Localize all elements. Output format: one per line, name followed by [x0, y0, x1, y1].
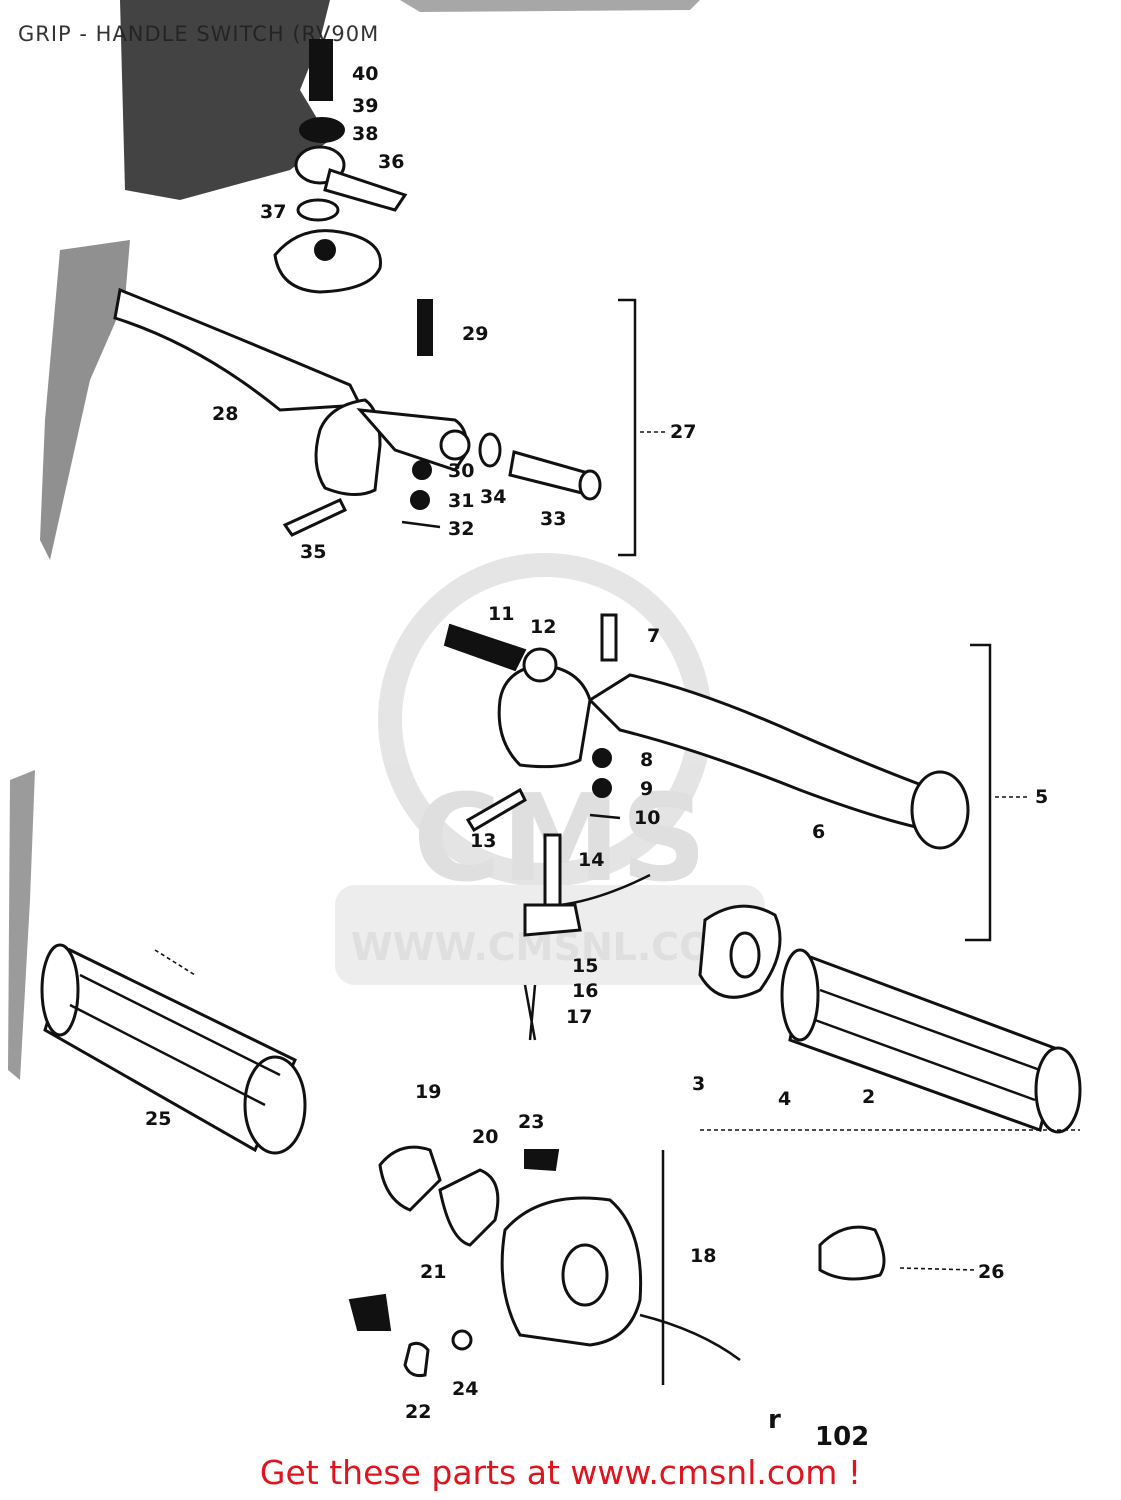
callout-40: 40: [352, 63, 378, 85]
callout-19: 19: [415, 1081, 441, 1103]
callout-9: 9: [640, 778, 653, 800]
leader-lines: [154, 431, 1080, 1271]
callout-29: 29: [462, 323, 488, 345]
figure-number: 102: [815, 1422, 869, 1452]
callout-28: 28: [212, 403, 238, 425]
part-switch-housing-18: [348, 1145, 886, 1377]
callout-25: 25: [145, 1108, 171, 1130]
callout-18: 18: [690, 1245, 716, 1267]
callouts: 40 39 38 36 37 29 28 27 30 31 32 34 33 3…: [145, 63, 1048, 1423]
figure-prefix: r: [768, 1405, 781, 1435]
callout-16: 16: [572, 980, 598, 1002]
scan-noise: [8, 0, 700, 1080]
part-grip-2: [698, 904, 1082, 1134]
callout-12: 12: [530, 616, 556, 638]
callout-21: 21: [420, 1261, 446, 1283]
callout-35: 35: [300, 541, 326, 563]
callout-39: 39: [352, 95, 378, 117]
callout-32: 32: [448, 518, 474, 540]
callout-3: 3: [692, 1073, 705, 1095]
callout-37: 37: [260, 201, 286, 223]
callout-31: 31: [448, 490, 474, 512]
callout-27: 27: [670, 421, 696, 443]
callout-6: 6: [812, 821, 825, 843]
callout-38: 38: [352, 123, 378, 145]
callout-5: 5: [1035, 786, 1048, 808]
callout-2: 2: [862, 1086, 875, 1108]
callout-20: 20: [472, 1126, 498, 1148]
callout-13: 13: [470, 830, 496, 852]
callout-10: 10: [634, 807, 660, 829]
callout-22: 22: [405, 1401, 431, 1423]
callout-11: 11: [488, 603, 514, 625]
callout-26: 26: [978, 1261, 1004, 1283]
part-brake-lever-6: [443, 613, 970, 850]
part-group-36-40: [273, 39, 408, 294]
callout-8: 8: [640, 749, 653, 771]
callout-34: 34: [480, 486, 506, 508]
part-group-14-17: [523, 833, 651, 1041]
bracket-5: [965, 643, 992, 942]
callout-33: 33: [540, 508, 566, 530]
bracket-27: [618, 298, 637, 557]
part-grip-25: [40, 943, 307, 1155]
callout-23: 23: [518, 1111, 544, 1133]
callout-15: 15: [572, 955, 598, 977]
part-clutch-lever-28: [113, 287, 602, 537]
callout-30: 30: [448, 460, 474, 482]
callout-17: 17: [566, 1006, 592, 1028]
callout-14: 14: [578, 849, 604, 871]
callout-24: 24: [452, 1378, 478, 1400]
callout-7: 7: [647, 625, 660, 647]
callout-36: 36: [378, 151, 404, 173]
callout-4: 4: [778, 1088, 791, 1110]
cmsnl-parts-link[interactable]: Get these parts at www.cmsnl.com !: [259, 1453, 862, 1492]
